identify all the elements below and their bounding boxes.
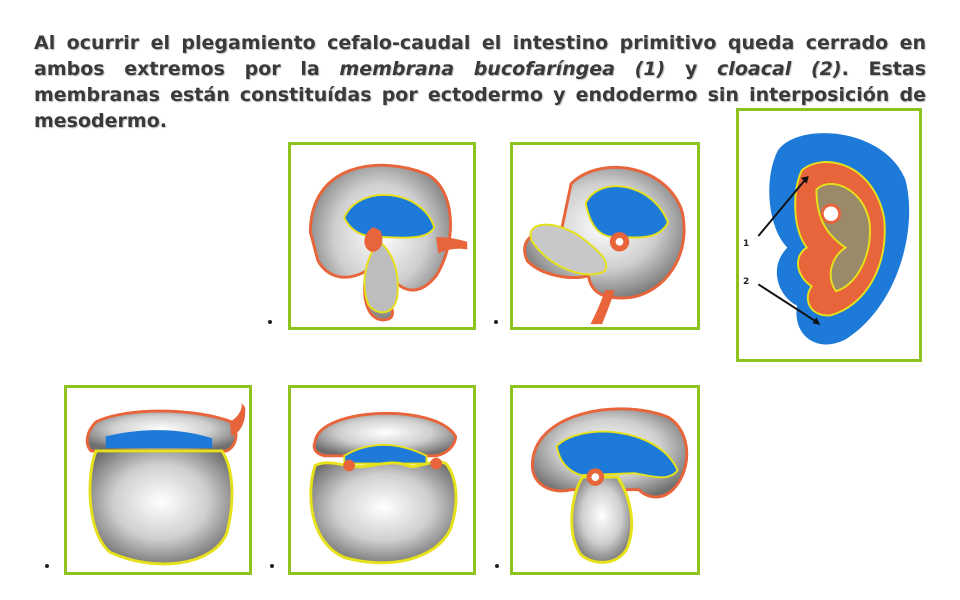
label-one: 1 [743,239,750,249]
bullet-dot [270,564,274,568]
figure-stage-2 [288,385,476,575]
bullet-dot [268,320,272,324]
bullet-dot [495,564,499,568]
figure-stage-3 [510,385,700,575]
caption-part-3: . Estas membranas están constituídas por… [34,58,927,132]
caption-cloacal: cloacal (2) [717,58,842,80]
label-two: 2 [743,277,750,287]
caption-part-2: y [665,58,718,80]
figure-stage-1 [64,385,252,575]
caption-bucopharyngeal: membrana bucofaríngea (1) [339,58,666,80]
figure-stage-4 [288,142,476,330]
bullet-dot [494,320,498,324]
figure-stage-5 [510,142,700,330]
caption-text: Al ocurrir el plegamiento cefalo-caudal … [34,30,926,134]
caption-part-1: Al ocurrir el plegamiento cefalo-caudal … [34,32,926,80]
figure-detail: 1 2 [736,108,922,362]
bullet-dot [45,564,49,568]
